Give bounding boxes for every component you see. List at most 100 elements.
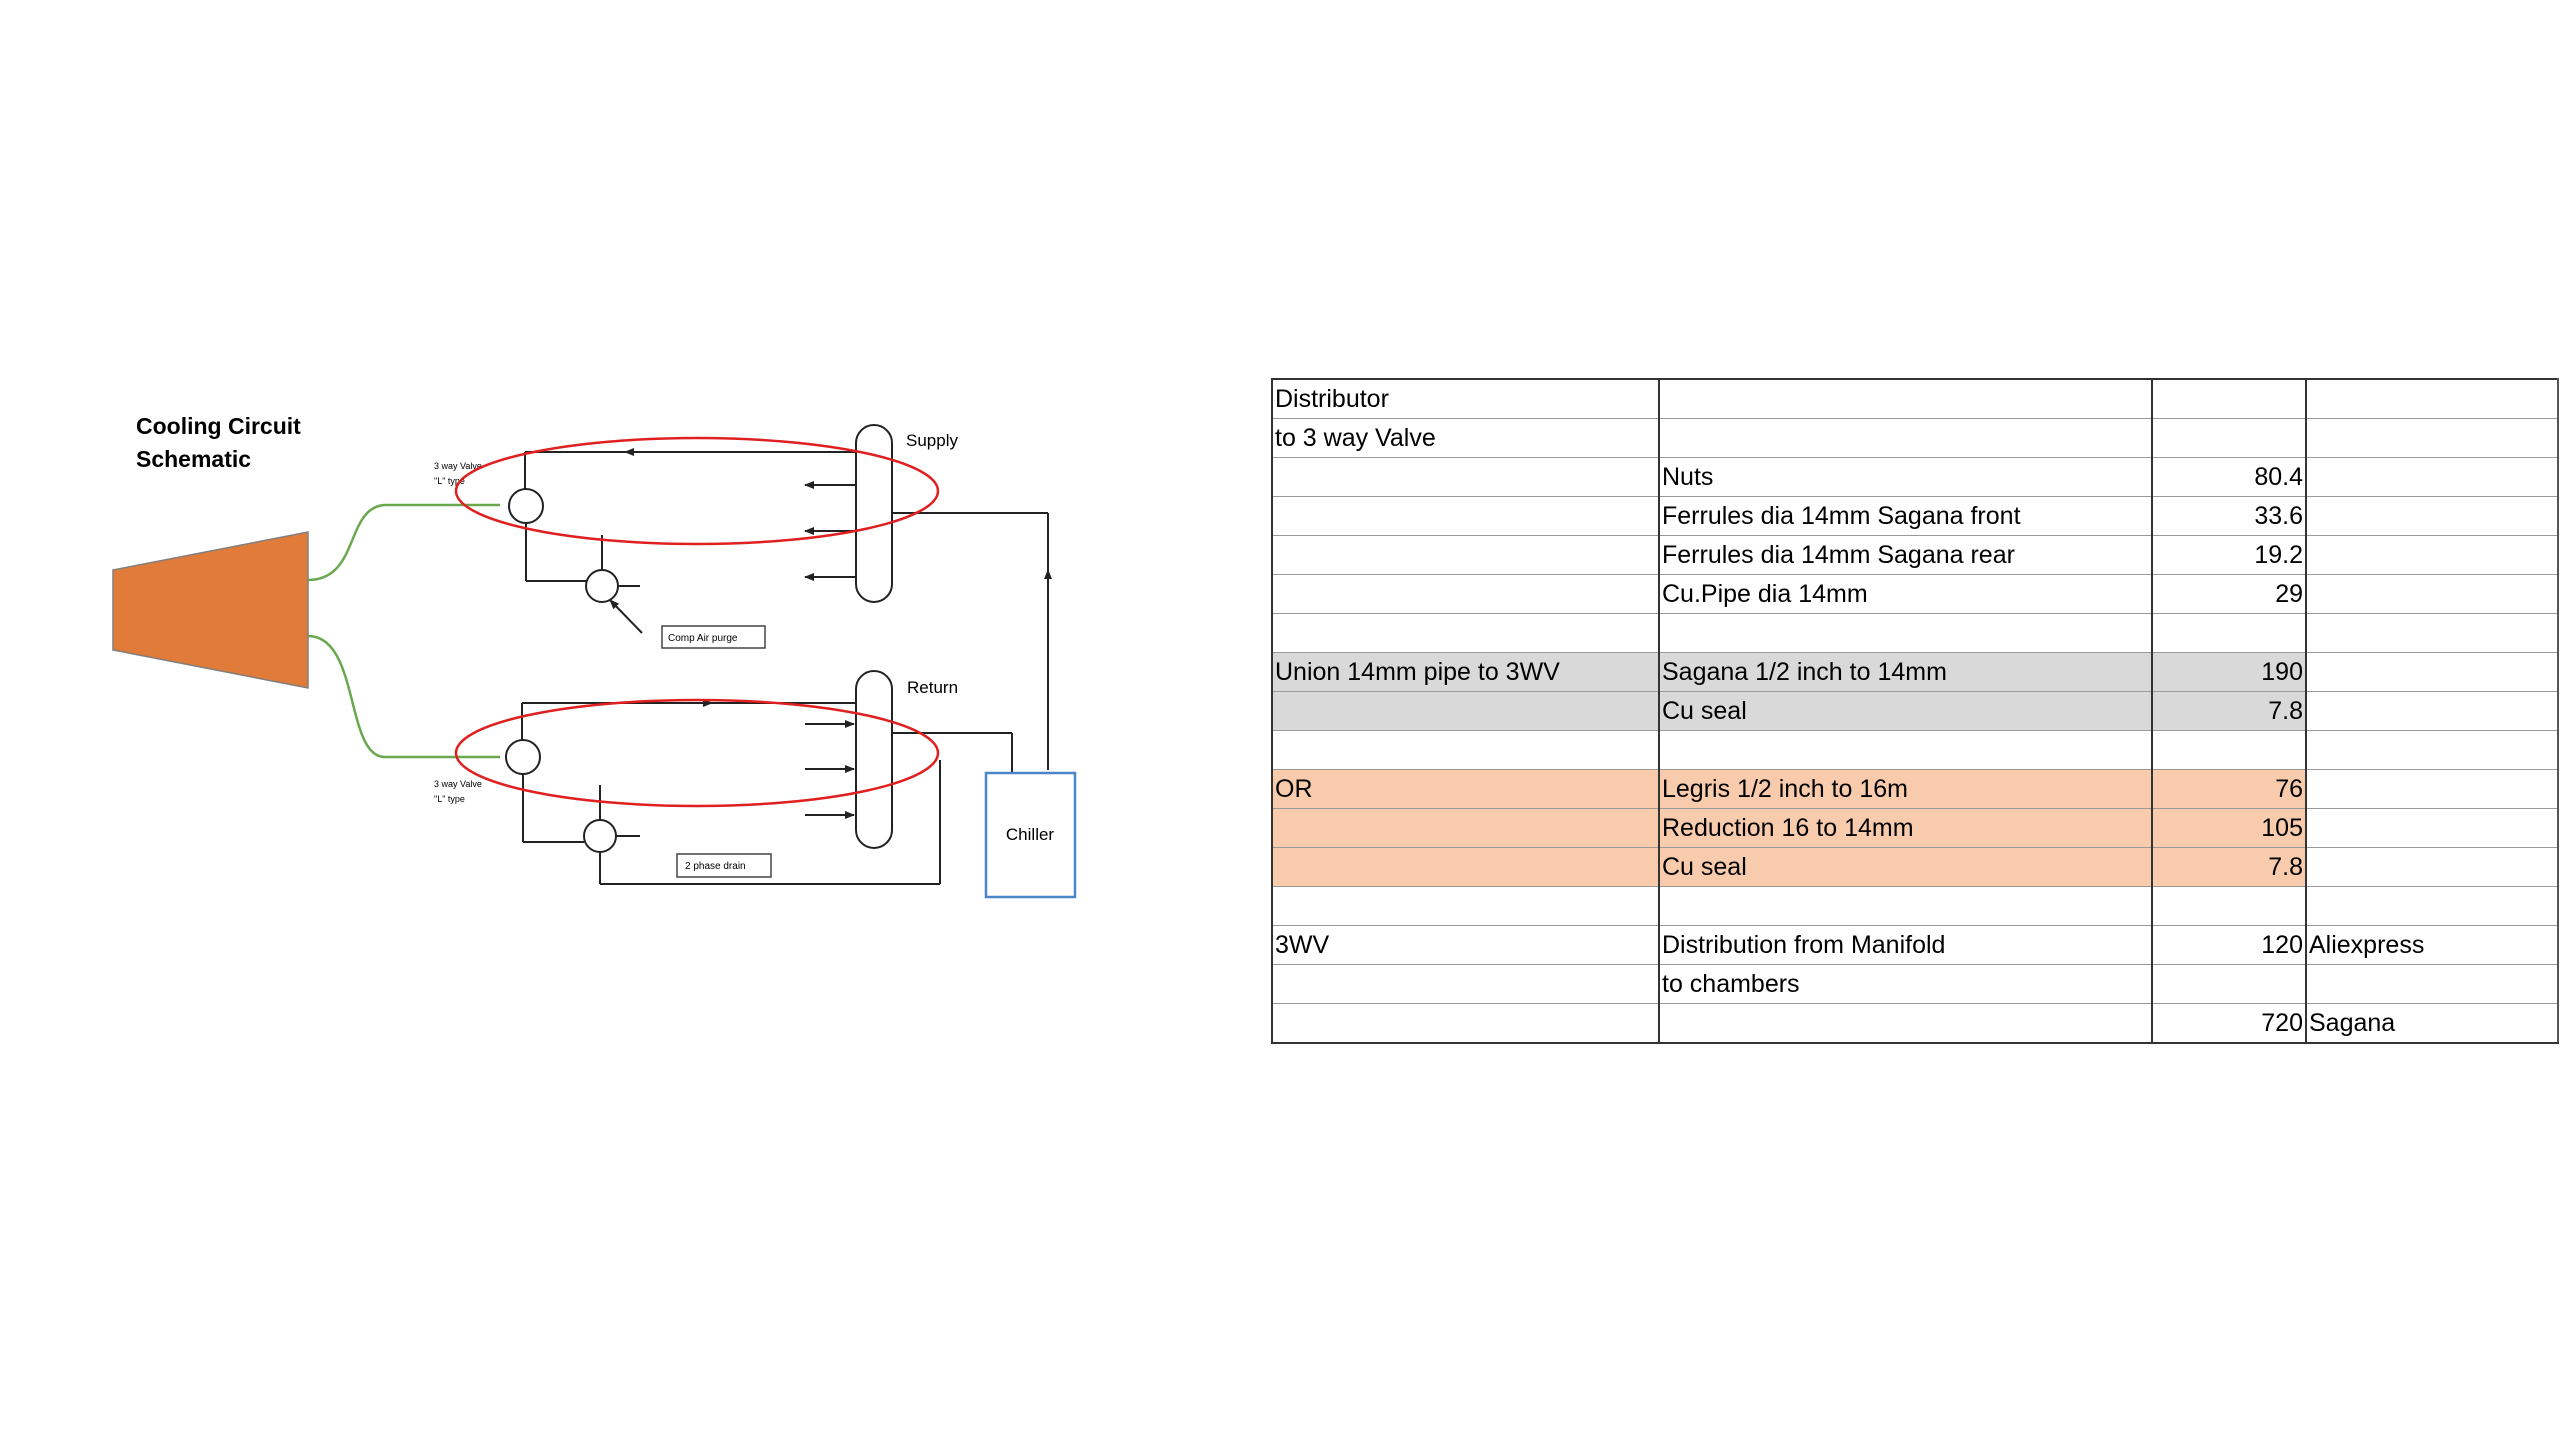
supply-3way-valve (508, 488, 544, 524)
comp-air-label-box (661, 625, 766, 649)
supply-highlight-ellipse (454, 436, 940, 546)
return-label: Return (907, 678, 958, 697)
table-cell (2305, 886, 2559, 926)
table-cell (2305, 574, 2559, 614)
table-cell: 29 (2151, 574, 2307, 614)
table-cell (2305, 378, 2559, 419)
table-cell: 7.8 (2151, 691, 2307, 731)
green-pipe-bottom (307, 634, 500, 759)
table-cell: Aliexpress (2305, 925, 2559, 965)
table-cell (2305, 847, 2559, 887)
table-cell: to 3 way Valve (1271, 418, 1660, 458)
table-cell (2305, 652, 2559, 692)
table-cell: Union 14mm pipe to 3WV (1271, 652, 1660, 692)
return-circuit (505, 670, 1013, 885)
table-cell (2305, 964, 2559, 1004)
comp-air-label: Comp Air purge (668, 633, 738, 644)
table-cell: Ferrules dia 14mm Sagana front (1658, 496, 2153, 536)
table-cell (1658, 378, 2153, 419)
manifold-block (112, 531, 309, 689)
chiller-box (984, 771, 1077, 899)
chiller-label: Chiller (1006, 825, 1055, 844)
valve-top-label-line1: 3 way Valve (434, 461, 482, 471)
table-cell: 190 (2151, 652, 2307, 692)
table-cell: OR (1271, 769, 1660, 809)
table-cell: Ferrules dia 14mm Sagana rear (1658, 535, 2153, 575)
table-cell (2305, 769, 2559, 809)
table-cell (2151, 730, 2307, 770)
table-cell (2305, 418, 2559, 458)
table-cell (2151, 613, 2307, 653)
table-cell (2151, 378, 2307, 419)
table-cell: 7.8 (2151, 847, 2307, 887)
table-cell: 3WV (1271, 925, 1660, 965)
table-cell: 19.2 (2151, 535, 2307, 575)
table-cell: Cu seal (1658, 691, 2153, 731)
table-cell: Cu.Pipe dia 14mm (1658, 574, 2153, 614)
table-cell (1271, 691, 1660, 731)
table-cell (2151, 964, 2307, 1004)
table-cell (1271, 847, 1660, 887)
supply-circuit (508, 424, 1052, 770)
table-cell: 105 (2151, 808, 2307, 848)
table-cell: Distribution from Manifold (1658, 925, 2153, 965)
table-cell: Legris 1/2 inch to 16m (1658, 769, 2153, 809)
valve-bottom-label-line1: 3 way Valve (434, 779, 482, 789)
table-cell: Distributor (1271, 378, 1660, 419)
table-cell: 120 (2151, 925, 2307, 965)
table-cell: 76 (2151, 769, 2307, 809)
cooling-circuit-schematic: Cooling Circuit Schematic Comp Air purge… (112, 413, 1077, 899)
return-highlight-ellipse (454, 698, 940, 808)
table-cell (1271, 535, 1660, 575)
table-cell (1658, 418, 2153, 458)
table-row: Distributor (1271, 378, 2559, 419)
table-row: to 3 way Valve (1271, 418, 2559, 458)
table-cell: Sagana (2305, 1003, 2559, 1044)
table-row (1271, 613, 2559, 653)
green-pipe-top (307, 503, 500, 582)
table-cell (2305, 613, 2559, 653)
table-cell (1271, 613, 1660, 653)
table-cell (2305, 808, 2559, 848)
valve-bottom-label-line2: "L" type (434, 794, 465, 804)
table-cell (1271, 457, 1660, 497)
table-cell (1271, 1003, 1660, 1044)
table-cell: Nuts (1658, 457, 2153, 497)
table-cell: to chambers (1658, 964, 2153, 1004)
table-cell (2305, 457, 2559, 497)
return-3way-valve (505, 739, 541, 775)
table-cell: Cu seal (1658, 847, 2153, 887)
valve-top-label-line2: "L" type (434, 476, 465, 486)
table-cell (2305, 496, 2559, 536)
table-cell (2305, 535, 2559, 575)
table-cell (1658, 613, 2153, 653)
drain-label: 2 phase drain (685, 861, 746, 872)
table-cell (2151, 418, 2307, 458)
table-cell (2305, 691, 2559, 731)
table-cell: Reduction 16 to 14mm (1658, 808, 2153, 848)
return-distributor-bar (855, 670, 893, 849)
supply-label: Supply (906, 431, 958, 450)
table-row: to chambers (1271, 964, 2559, 1004)
table-cell (1271, 730, 1660, 770)
table-cell (2151, 886, 2307, 926)
comp-air-valve (585, 569, 619, 603)
table-cell: 80.4 (2151, 457, 2307, 497)
table-cell (1271, 886, 1660, 926)
table-cell (2305, 730, 2559, 770)
drain-label-box (676, 853, 772, 878)
table-cell (1658, 730, 2153, 770)
table-cell: 720 (2151, 1003, 2307, 1044)
drain-valve (583, 819, 617, 853)
table-cell (1271, 808, 1660, 848)
table-cell (1271, 964, 1660, 1004)
schematic-title-line1: Cooling Circuit (136, 413, 301, 439)
table-cell (1658, 1003, 2153, 1044)
